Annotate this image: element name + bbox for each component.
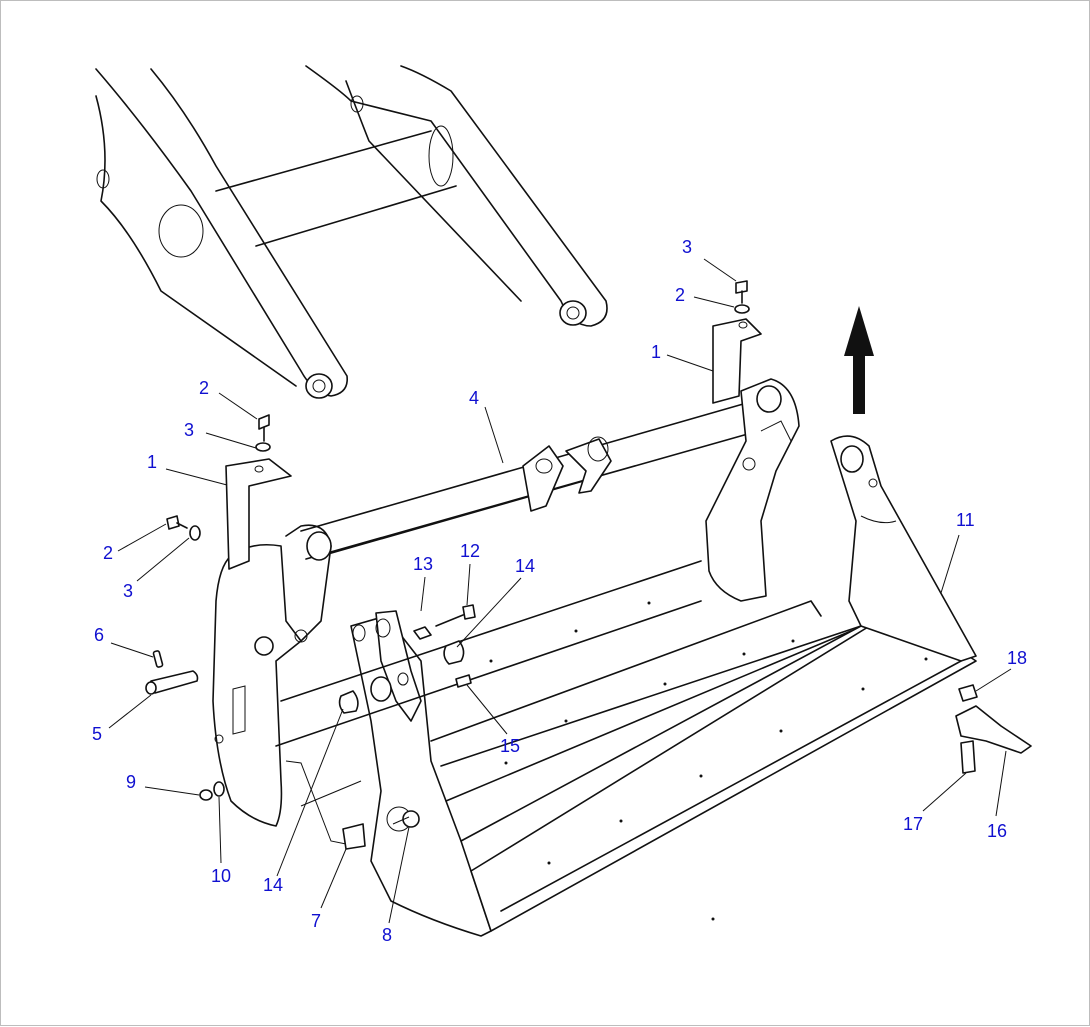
callout-1: 1 xyxy=(651,342,661,362)
callout-18: 18 xyxy=(1007,648,1027,668)
callout-labels: 3 2 1 2 3 1 4 2 3 6 5 9 10 14 7 8 13 12 … xyxy=(92,237,1027,945)
small-parts xyxy=(145,280,1032,850)
bucket-body xyxy=(275,435,977,937)
callout-1: 1 xyxy=(147,452,157,472)
callout-2: 2 xyxy=(675,285,685,305)
callout-3: 3 xyxy=(682,237,692,257)
callout-3: 3 xyxy=(184,420,194,440)
callout-11: 11 xyxy=(956,510,975,530)
callout-7: 7 xyxy=(311,911,321,931)
left-side-plate xyxy=(212,524,332,827)
callout-2: 2 xyxy=(199,378,209,398)
boom-arms xyxy=(95,65,608,399)
right-side-plate xyxy=(705,378,800,602)
callout-16: 16 xyxy=(987,821,1007,841)
callout-5: 5 xyxy=(92,724,102,744)
callout-2: 2 xyxy=(103,543,113,563)
left-bracket xyxy=(225,458,292,570)
washer-part xyxy=(255,442,271,452)
callout-9: 9 xyxy=(126,772,136,792)
right-bracket xyxy=(712,318,762,404)
callout-10: 10 xyxy=(211,866,231,886)
callout-14: 14 xyxy=(263,875,283,895)
leader-lines xyxy=(108,258,1012,924)
callout-3: 3 xyxy=(123,581,133,601)
callout-4: 4 xyxy=(469,388,479,408)
cross-tube xyxy=(300,395,777,560)
callout-17: 17 xyxy=(903,814,923,834)
callout-14: 14 xyxy=(515,556,535,576)
callout-15: 15 xyxy=(500,736,520,756)
callout-6: 6 xyxy=(94,625,104,645)
callout-8: 8 xyxy=(382,925,392,945)
callout-13: 13 xyxy=(413,554,433,574)
bolt-part xyxy=(258,414,270,430)
rivet-dots xyxy=(489,601,928,921)
callout-12: 12 xyxy=(460,541,480,561)
up-arrow-icon xyxy=(844,306,874,414)
